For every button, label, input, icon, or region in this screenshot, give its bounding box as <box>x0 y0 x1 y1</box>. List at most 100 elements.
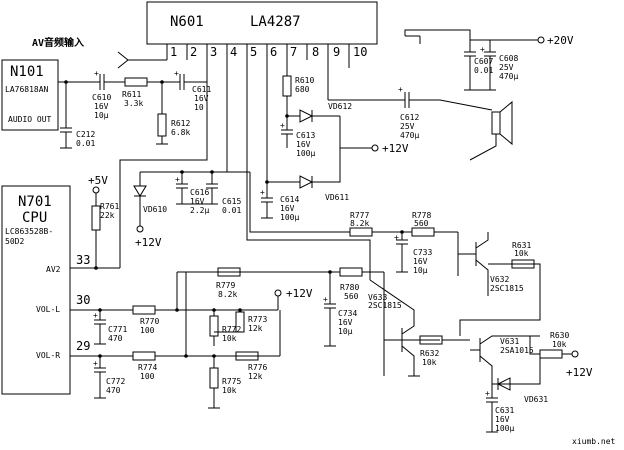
vd612-label: VD612 <box>328 102 352 111</box>
c608-val: 470μ <box>499 72 518 81</box>
pin-9: 9 <box>333 45 340 59</box>
r779-ref: R779 <box>216 281 235 290</box>
r761-ref: R761 <box>100 202 119 211</box>
r780-val: 560 <box>344 292 359 301</box>
c612-val: 470μ <box>400 131 419 140</box>
r630-ref: R630 <box>550 331 569 340</box>
output-network: + C612 25V 470μ <box>328 85 513 161</box>
n701-volr: VOL-R <box>36 351 60 360</box>
v12-label-d: +12V <box>286 287 313 300</box>
c772-ref: C772 <box>106 377 125 386</box>
svg-text:+: + <box>280 121 285 130</box>
pin-2: 2 <box>190 45 197 59</box>
pin-3: 3 <box>210 45 217 59</box>
r779-val: 8.2k <box>218 290 237 299</box>
c733-val: 10μ <box>413 266 428 275</box>
r776-ref: R776 <box>248 363 267 372</box>
vd631-label: VD631 <box>524 395 548 404</box>
r775-ref: R775 <box>222 377 241 386</box>
volume-control-network: R777 8.2k R778 560 + C733 16V 10μ R631 1… <box>176 60 593 433</box>
n701-volr-num: 29 <box>76 339 90 353</box>
r777-val: 8.2k <box>350 219 369 228</box>
n701-av2-num: 33 <box>76 253 90 267</box>
v12-label-b: +12V <box>135 236 162 249</box>
av-input-label: AV音频输入 <box>32 36 84 49</box>
av-input: AV音频输入 <box>32 36 167 69</box>
c615-val: 0.01 <box>222 206 241 215</box>
c734-ref: C734 <box>338 309 357 318</box>
n701-part1: LC863528B- <box>5 227 53 236</box>
c607-val: 0.01 <box>474 66 493 75</box>
v12-label-a: +12V <box>382 142 409 155</box>
r773-ref: R773 <box>248 315 267 324</box>
v20-label: +20V <box>547 34 574 47</box>
c611-ref: C611 <box>192 85 211 94</box>
r772-ref: R772 <box>222 325 241 334</box>
pin-7: 7 <box>290 45 297 59</box>
c613-ref: C613 <box>296 131 315 140</box>
c771-ref: C771 <box>108 325 127 334</box>
pin-6: 6 <box>270 45 277 59</box>
pin-5: 5 <box>250 45 257 59</box>
r610-ref: R610 <box>295 76 314 85</box>
r632-ref: R632 <box>420 349 439 358</box>
mute-network: + C616 16V 2.2μ C615 0.01 VD610 +12V <box>119 60 250 249</box>
v632-part: 2SC1815 <box>490 284 524 293</box>
vd611-label: VD611 <box>325 193 349 202</box>
r611-ref: R611 <box>122 90 141 99</box>
r770-val: 100 <box>140 326 155 335</box>
n101-audio-out: AUDIO OUT <box>8 115 52 124</box>
pin-10: 10 <box>353 45 367 59</box>
c772-val: 470 <box>106 386 121 395</box>
r630-val: 10k <box>552 340 567 349</box>
r777-ref: R777 <box>350 211 369 220</box>
svg-text:+: + <box>260 188 265 197</box>
c631-val: 100μ <box>495 424 514 433</box>
svg-text:+: + <box>174 69 179 78</box>
ic-n601-part: LA4287 <box>250 14 301 30</box>
c212-ref: C212 <box>76 130 95 139</box>
c616-val: 2.2μ <box>190 206 209 215</box>
r778-val: 560 <box>414 219 429 228</box>
n701-av2: AV2 <box>46 265 61 274</box>
r610-val: 680 <box>295 85 310 94</box>
r775-val: 10k <box>222 386 237 395</box>
c610-ref: C610 <box>92 93 111 102</box>
c611-v: 16V <box>194 94 209 103</box>
c607-ref: C607 <box>474 57 493 66</box>
v632-ref: V632 <box>490 275 509 284</box>
ic-n101: N101 LA76818AN AUDIO OUT <box>1 59 59 131</box>
input-network: + + C610 16V 10μ R611 3.3k C611 16V 10 R… <box>58 60 211 149</box>
r778-ref: R778 <box>412 211 431 220</box>
pin-1: 1 <box>170 45 177 59</box>
svg-text:+: + <box>394 233 399 242</box>
svg-text:+: + <box>480 45 485 54</box>
pin-8: 8 <box>312 45 319 59</box>
svg-text:+: + <box>93 359 98 368</box>
c615-ref: C615 <box>222 197 241 206</box>
v633-ref: V633 <box>368 293 387 302</box>
svg-text:+: + <box>93 311 98 320</box>
r632-val: 10k <box>422 358 437 367</box>
n701-type: CPU <box>22 210 47 226</box>
c771-val: 470 <box>108 334 123 343</box>
c734-v: 16V <box>338 318 353 327</box>
r770-ref: R770 <box>140 317 159 326</box>
svg-text:+: + <box>398 85 403 94</box>
c616-ref: C616 <box>190 188 209 197</box>
r774-val: 100 <box>140 372 155 381</box>
v633-part: 2SC1815 <box>368 301 402 310</box>
ic-n601-ref: N601 <box>170 14 204 30</box>
v631-part: 2SA1015 <box>500 346 534 355</box>
vd610-label: VD610 <box>143 205 167 214</box>
vol-lr-network: R770 100 + C771 470 R772 10k R773 12k +1… <box>70 272 313 409</box>
svg-text:+: + <box>323 295 328 304</box>
c614-val: 100μ <box>280 213 299 222</box>
c733-v: 16V <box>413 257 428 266</box>
ic-n701: N701 CPU LC863528B- 50D2 AV2 33 VOL-L 30… <box>1 185 90 395</box>
watermark: xiumb.net <box>572 437 616 446</box>
r631-ref: R631 <box>512 241 531 250</box>
supply-20v: +20V + C607 0.01 C608 25V 470μ <box>327 29 574 100</box>
c631-v: 16V <box>495 415 510 424</box>
